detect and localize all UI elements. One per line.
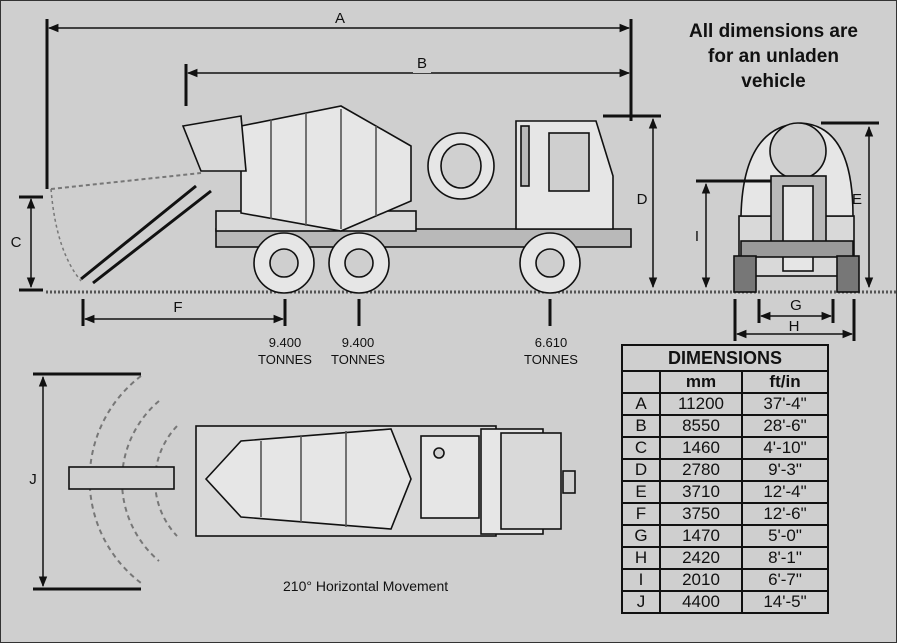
dim-label-j: J xyxy=(29,471,37,488)
axle-load-2-unit: TONNES xyxy=(331,352,385,367)
table-title: DIMENSIONS xyxy=(621,344,829,372)
row-ft: 8'-1" xyxy=(741,546,829,570)
dim-label-c: C xyxy=(11,234,22,251)
row-letter: D xyxy=(621,458,661,482)
axle-load-1-value: 9.400 xyxy=(268,335,302,350)
row-mm: 8550 xyxy=(659,414,743,438)
row-letter: F xyxy=(621,502,661,526)
row-letter: J xyxy=(621,590,661,614)
side-view-truck xyxy=(50,105,632,294)
note-line-3: vehicle xyxy=(741,71,806,92)
row-mm: 2420 xyxy=(659,546,743,570)
unladen-note: All dimensions are for an unladen vehicl… xyxy=(651,19,896,94)
axle-load-2-value: 9.400 xyxy=(341,335,375,350)
axle-load-1-unit: TONNES xyxy=(258,352,312,367)
dim-label-b: B xyxy=(417,55,427,72)
axle-load-1: 9.400 TONNES xyxy=(251,334,319,368)
movement-caption: 210° Horizontal Movement xyxy=(283,578,449,594)
row-ft: 4'-10" xyxy=(741,436,829,460)
axle-load-3: 6.610 TONNES xyxy=(516,334,586,368)
row-ft: 6'-7" xyxy=(741,568,829,592)
front-view-truck xyxy=(733,122,860,293)
row-mm: 3710 xyxy=(659,480,743,504)
row-mm: 2010 xyxy=(659,568,743,592)
row-ft: 5'-0" xyxy=(741,524,829,548)
table-header-mm: mm xyxy=(659,370,743,394)
row-letter: G xyxy=(621,524,661,548)
axle-load-3-unit: TONNES xyxy=(524,352,578,367)
row-letter: B xyxy=(621,414,661,438)
dim-label-f: F xyxy=(173,299,182,316)
plan-view-truck xyxy=(68,375,576,584)
row-ft: 37'-4" xyxy=(741,392,829,416)
dim-label-h: H xyxy=(789,318,800,335)
dim-label-d: D xyxy=(637,191,648,208)
row-ft: 12'-4" xyxy=(741,480,829,504)
dim-label-a: A xyxy=(335,10,345,27)
row-letter: C xyxy=(621,436,661,460)
dim-label-e: E xyxy=(852,191,862,208)
row-ft: 14'-5" xyxy=(741,590,829,614)
row-ft: 9'-3" xyxy=(741,458,829,482)
row-ft: 28'-6" xyxy=(741,414,829,438)
dimension-lines xyxy=(19,19,879,591)
row-mm: 4400 xyxy=(659,590,743,614)
row-mm: 2780 xyxy=(659,458,743,482)
row-mm: 1470 xyxy=(659,524,743,548)
dim-label-g: G xyxy=(790,297,802,314)
table-header-ft: ft/in xyxy=(741,370,829,394)
dim-label-i: I xyxy=(695,228,699,245)
row-letter: E xyxy=(621,480,661,504)
note-line-1: All dimensions are xyxy=(689,21,858,42)
row-mm: 3750 xyxy=(659,502,743,526)
axle-load-3-value: 6.610 xyxy=(534,335,568,350)
row-letter: I xyxy=(621,568,661,592)
row-mm: 1460 xyxy=(659,436,743,460)
row-mm: 11200 xyxy=(659,392,743,416)
axle-load-2: 9.400 TONNES xyxy=(323,334,393,368)
row-ft: 12'-6" xyxy=(741,502,829,526)
note-line-2: for an unladen xyxy=(708,46,839,67)
row-letter: A xyxy=(621,392,661,416)
row-letter: H xyxy=(621,546,661,570)
table-header-blank xyxy=(621,370,661,394)
